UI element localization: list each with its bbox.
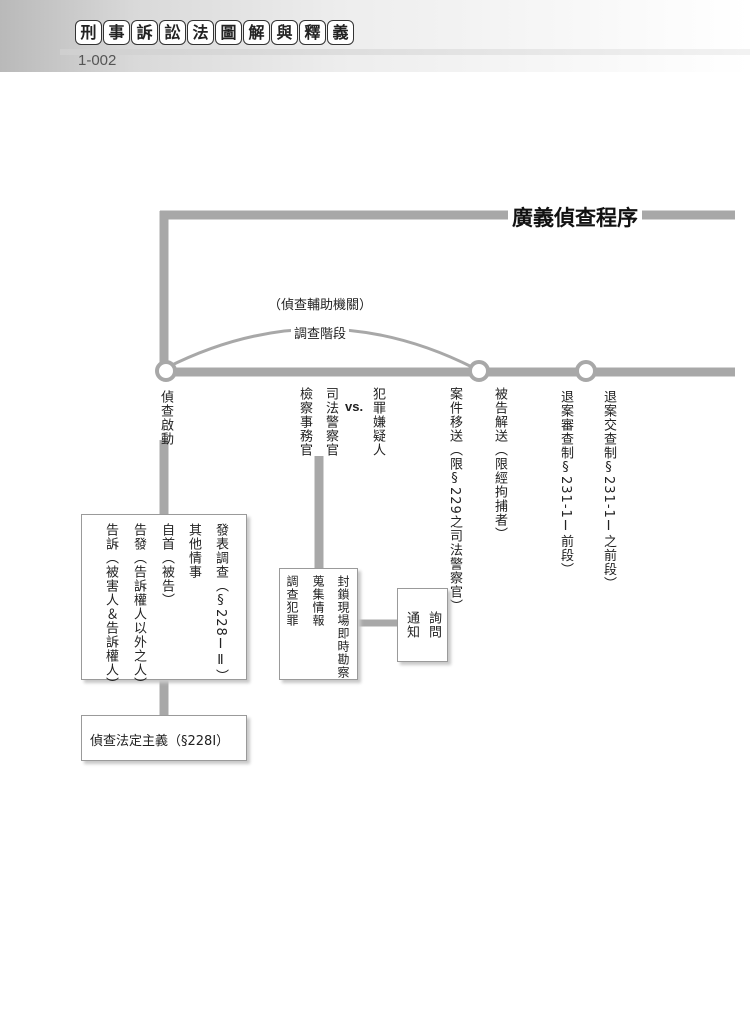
book-title-char: 義 xyxy=(327,20,354,45)
trigger-publish: 發表調查（§228ⅠⅡ） xyxy=(212,523,228,683)
notify-ask-box: 詢問 通知 xyxy=(397,588,448,662)
ask-label: 詢問 xyxy=(426,611,441,639)
trigger-publish-tail: Ⅱ） xyxy=(213,652,228,683)
header-stripe xyxy=(60,49,750,55)
node-return xyxy=(575,360,597,382)
book-title-char: 事 xyxy=(103,20,130,45)
return-investigate-label: 退案交查制§231-1Ⅰ之前段） xyxy=(600,390,616,591)
duty-collect: 蒐集情報 xyxy=(311,575,325,627)
police-label: 司法警察官 xyxy=(323,387,338,457)
duties-box: 封鎖現場即時勘察 蒐集情報 調查犯罪 xyxy=(279,568,358,680)
book-title-char: 法 xyxy=(187,20,214,45)
node-start xyxy=(155,360,177,382)
case-transfer-tail: 之司法警察官） xyxy=(447,514,462,613)
return-investigate-main: 退案交查制 xyxy=(601,390,616,460)
trigger-other: 其他情事 xyxy=(186,523,201,579)
return-review-ref: §231-1 xyxy=(558,460,573,519)
book-title: 刑事訴訟法圖解與釋義 xyxy=(75,20,354,45)
book-title-char: 解 xyxy=(243,20,270,45)
arc-top-label: （偵查輔助機關） xyxy=(268,298,373,313)
trigger-accusation: 告發（告訴權人以外之人） xyxy=(131,523,146,691)
page-number: 1-002 xyxy=(78,52,117,69)
prosecutor-aide-label: 檢察事務官 xyxy=(297,387,312,457)
book-title-char: 釋 xyxy=(299,20,326,45)
return-investigate-ref: §231-1 xyxy=(601,460,616,519)
book-title-char: 圖 xyxy=(215,20,242,45)
suspect-label: 犯罪嫌疑人 xyxy=(370,387,385,457)
return-investigate-tail: Ⅰ之前段） xyxy=(601,518,616,591)
case-transfer-main: 案件移送（限 xyxy=(447,387,462,471)
node-case-transfer xyxy=(468,360,490,382)
book-title-char: 訴 xyxy=(131,20,158,45)
duty-seal: 封鎖現場即時勘察 xyxy=(336,575,350,679)
return-review-label: 退案審查制§231-1Ⅰ前段） xyxy=(557,390,573,577)
return-review-main: 退案審查制 xyxy=(558,390,573,460)
triggers-box: 發表調查（§228ⅠⅡ） 其他情事 自首（被告） 告發（告訴權人以外之人） 告訴… xyxy=(81,514,247,691)
case-transfer-ref: §229 xyxy=(447,471,462,515)
book-title-char: 訟 xyxy=(159,20,186,45)
trigger-publish-ref: §228Ⅰ xyxy=(213,593,228,653)
book-title-char: 刑 xyxy=(75,20,102,45)
node-start-label: 偵查啟動 xyxy=(158,390,173,446)
notify-label: 通知 xyxy=(404,611,419,639)
legality-box: 偵查法定主義（§228Ⅰ） xyxy=(81,715,247,761)
diagram-title: 廣義偵查程序 xyxy=(508,202,642,232)
trigger-publish-main: 發表調查（ xyxy=(213,523,228,593)
vs-label: vs. xyxy=(345,399,364,414)
defendant-escort-label: 被告解送（限經拘捕者） xyxy=(492,387,507,541)
legality-label: 偵查法定主義（§228Ⅰ） xyxy=(90,734,230,749)
case-transfer-label: 案件移送（限§229之司法警察官） xyxy=(446,387,462,613)
trigger-complaint: 告訴（被害人＆告訴權人） xyxy=(103,523,118,691)
trigger-self-surrender: 自首（被告） xyxy=(159,523,174,607)
duty-investigate: 調查犯罪 xyxy=(285,575,299,627)
book-title-char: 與 xyxy=(271,20,298,45)
return-review-tail: Ⅰ前段） xyxy=(558,518,573,577)
arc-label: 調查階段 xyxy=(291,323,350,342)
